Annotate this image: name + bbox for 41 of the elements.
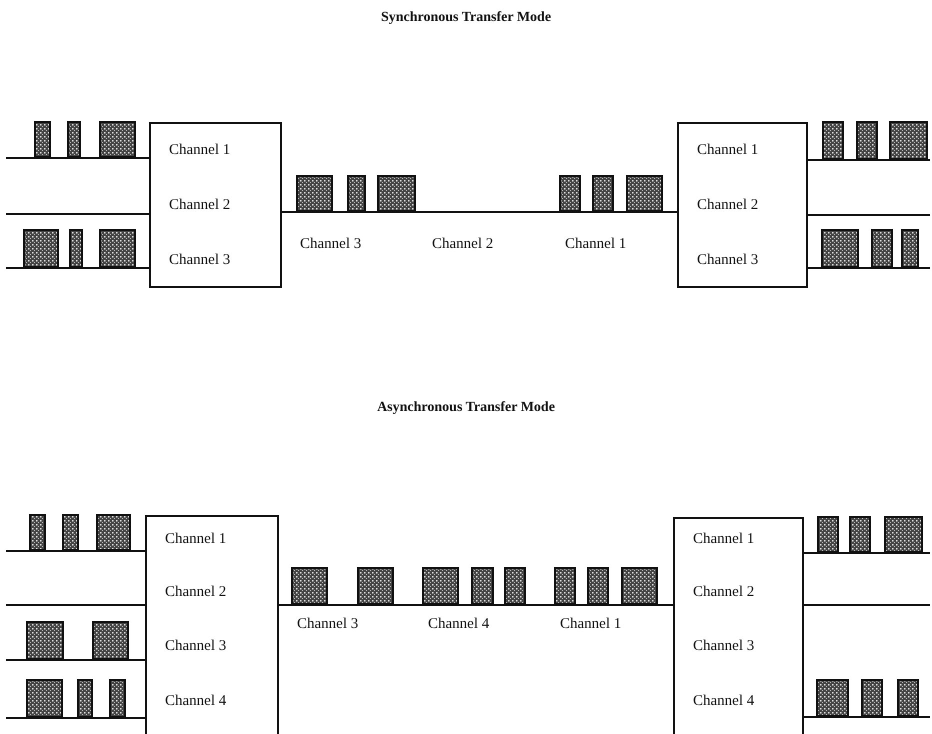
signal-line [6, 213, 149, 215]
channel-label: Channel 1 [560, 616, 622, 633]
channel-label: Channel 3 [697, 252, 758, 269]
section-heading: Asynchronous Transfer Mode [377, 400, 555, 416]
channel-label: Channel 2 [432, 236, 494, 253]
signal-line [6, 550, 145, 552]
signal-line [6, 157, 149, 159]
channel-label: Channel 4 [693, 693, 754, 710]
multiplexer-box [149, 122, 282, 288]
channel-label: Channel 3 [693, 638, 754, 655]
channel-label: Channel 3 [165, 638, 226, 655]
signal-line [804, 552, 930, 554]
signal-line [808, 267, 930, 269]
channel-label: Channel 1 [697, 142, 758, 159]
signal-line [804, 604, 930, 606]
signal-line [6, 267, 149, 269]
signal-line [6, 717, 145, 719]
channel-label: Channel 4 [428, 616, 490, 633]
channel-label: Channel 3 [169, 252, 230, 269]
signal-line [808, 214, 930, 216]
channel-label: Channel 2 [169, 197, 230, 214]
channel-label: Channel 3 [297, 616, 358, 633]
multiplexer-box [677, 122, 808, 288]
channel-label: Channel 2 [165, 584, 226, 601]
channel-label: Channel 2 [697, 197, 758, 214]
channel-label: Channel 4 [165, 693, 226, 710]
multiplexer-box [145, 515, 279, 734]
signal-line [279, 604, 673, 606]
channel-label: Channel 2 [693, 584, 754, 601]
signal-line [808, 159, 930, 161]
signal-line [282, 211, 677, 213]
channel-label: Channel 3 [300, 236, 362, 253]
section-heading: Synchronous Transfer Mode [380, 10, 552, 26]
channel-label: Channel 1 [565, 236, 626, 253]
signal-line [804, 716, 930, 718]
channel-label: Channel 1 [169, 142, 230, 159]
signal-line [6, 604, 145, 606]
signal-line [6, 659, 145, 661]
channel-label: Channel 1 [693, 531, 754, 548]
channel-label: Channel 1 [165, 531, 226, 548]
multiplexer-box [673, 517, 804, 734]
